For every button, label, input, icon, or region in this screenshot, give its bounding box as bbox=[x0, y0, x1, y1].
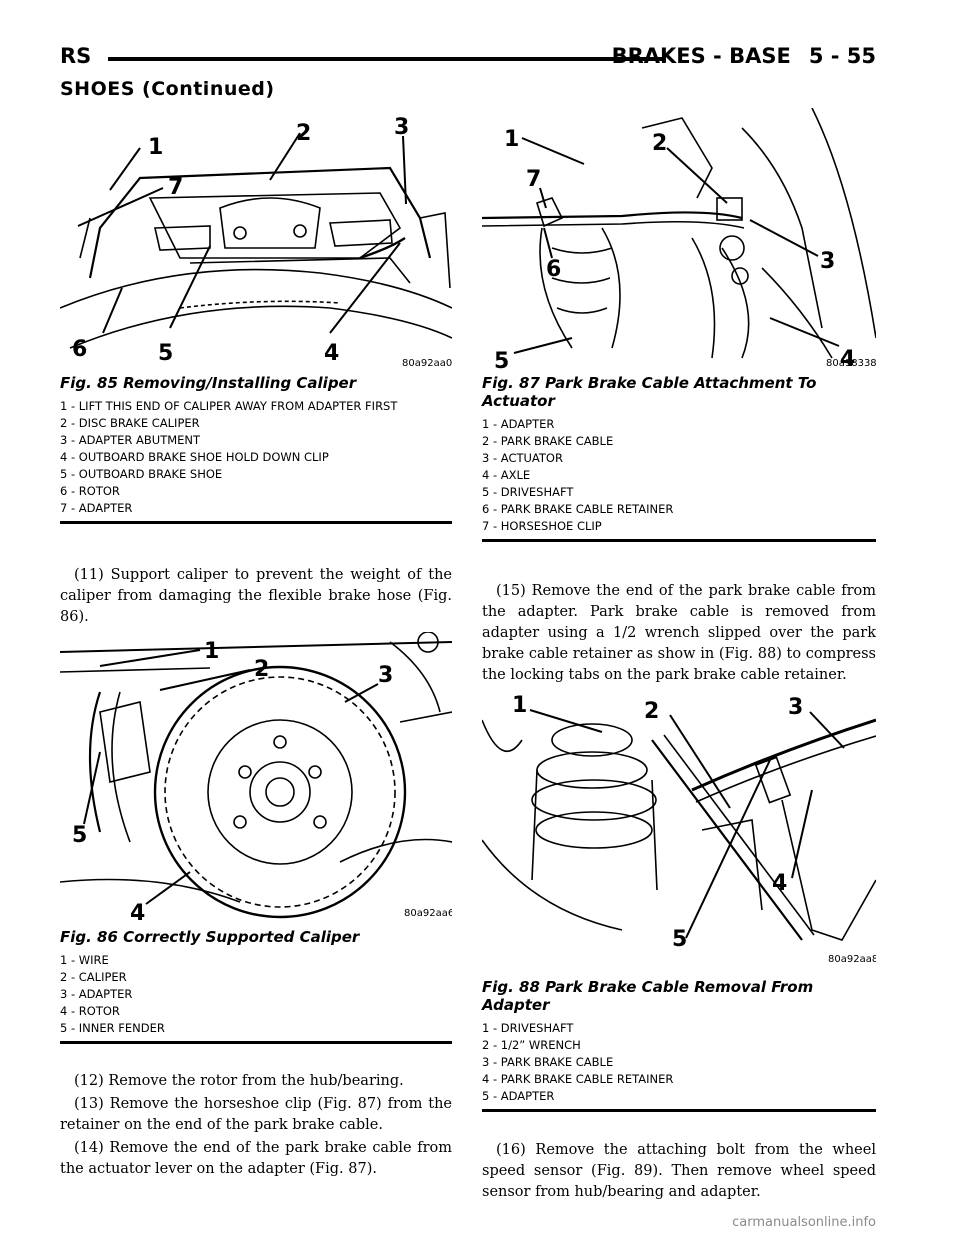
step-15: (15) Remove the end of the park brake ca… bbox=[482, 583, 876, 683]
fig87-code: 80a98338 bbox=[826, 358, 876, 369]
step-14: (14) Remove the end of the park brake ca… bbox=[60, 1140, 452, 1177]
fig87-callout-7: 7 bbox=[526, 167, 541, 192]
fig87-legend-item: 2 - PARK BRAKE CABLE bbox=[482, 434, 614, 448]
fig85-legend-item: 6 - ROTOR bbox=[60, 484, 120, 498]
step-16: (16) Remove the attaching bolt from the … bbox=[482, 1142, 876, 1200]
fig86-caption: Fig. 86 Correctly Supported Caliper bbox=[60, 928, 360, 946]
fig85-legend-item: 5 - OUTBOARD BRAKE SHOE bbox=[60, 467, 223, 481]
step-12: (12) Remove the rotor from the hub/beari… bbox=[74, 1073, 404, 1089]
fig86-legend-item: 4 - ROTOR bbox=[60, 1004, 120, 1018]
fig85-legend-item: 1 - LIFT THIS END OF CALIPER AWAY FROM A… bbox=[60, 399, 398, 413]
fig87-illustration: 1 2 3 4 5 6 7 80a98338 bbox=[482, 108, 876, 370]
fig88-illustration: 1 2 3 4 5 80a92aa8 bbox=[482, 693, 876, 965]
fig88-rule bbox=[482, 1109, 876, 1112]
fig87-callout-5: 5 bbox=[494, 349, 509, 370]
fig87-callout-4: 4 bbox=[840, 347, 855, 370]
fig88-legend-item: 1 - DRIVESHAFT bbox=[482, 1021, 574, 1035]
page-number: 5 - 55 bbox=[808, 44, 876, 68]
section-title: SHOES (Continued) bbox=[60, 78, 275, 100]
fig87-legend-item: 5 - DRIVESHAFT bbox=[482, 485, 574, 499]
fig88-legend-item: 4 - PARK BRAKE CABLE RETAINER bbox=[482, 1072, 674, 1086]
fig86-legend-item: 2 - CALIPER bbox=[60, 970, 127, 984]
fig88-callout-4: 4 bbox=[772, 871, 787, 896]
fig85-legend: 1 - LIFT THIS END OF CALIPER AWAY FROM A… bbox=[60, 398, 452, 517]
header-model: RS bbox=[60, 44, 92, 68]
fig86-code: 80a92aa6 bbox=[404, 908, 452, 919]
fig86-callout-1: 1 bbox=[204, 639, 219, 664]
fig86-legend-item: 1 - WIRE bbox=[60, 953, 109, 967]
fig86-legend: 1 - WIRE 2 - CALIPER 3 - ADAPTER 4 - ROT… bbox=[60, 952, 452, 1037]
figure-86: 1 2 3 4 5 80a92aa6 Fig. 86 Correctly Sup… bbox=[60, 632, 452, 1044]
fig85-callout-4: 4 bbox=[324, 341, 339, 366]
fig85-callout-3: 3 bbox=[394, 115, 409, 140]
fig87-legend-item: 1 - ADAPTER bbox=[482, 417, 555, 431]
fig87-legend: 1 - ADAPTER 2 - PARK BRAKE CABLE 3 - ACT… bbox=[482, 416, 876, 535]
fig85-code: 80a92aa0 bbox=[402, 358, 452, 369]
fig85-callout-7: 7 bbox=[168, 175, 183, 200]
fig88-callout-2: 2 bbox=[644, 699, 659, 724]
fig87-legend-item: 6 - PARK BRAKE CABLE RETAINER bbox=[482, 502, 674, 516]
watermark: carmanualsonline.info bbox=[732, 1215, 876, 1230]
fig85-caption: Fig. 85 Removing/Installing Caliper bbox=[60, 374, 357, 392]
fig85-legend-item: 3 - ADAPTER ABUTMENT bbox=[60, 433, 201, 447]
header-section: BRAKES - BASE 5 - 55 bbox=[612, 44, 876, 68]
fig86-callout-2: 2 bbox=[254, 657, 269, 682]
fig87-legend-item: 4 - AXLE bbox=[482, 468, 531, 482]
figure-87: 1 2 3 4 5 6 7 80a98338 Fig. 87 Park Brak… bbox=[482, 108, 876, 542]
fig87-callout-1: 1 bbox=[504, 127, 519, 152]
fig86-callout-4: 4 bbox=[130, 901, 145, 924]
fig86-legend-item: 5 - INNER FENDER bbox=[60, 1021, 165, 1035]
fig85-callout-1: 1 bbox=[148, 135, 163, 160]
fig87-rule bbox=[482, 539, 876, 542]
header-rule bbox=[108, 57, 666, 61]
fig88-caption: Fig. 88 Park Brake Cable Removal From Ad… bbox=[482, 978, 814, 1014]
fig87-legend-item: 7 - HORSESHOE CLIP bbox=[482, 519, 602, 533]
step-11: (11) Support caliper to prevent the weig… bbox=[60, 567, 452, 625]
fig88-legend-item: 5 - ADAPTER bbox=[482, 1089, 555, 1103]
header-section-title: BRAKES - BASE bbox=[611, 44, 791, 68]
fig88-legend: 1 - DRIVESHAFT 2 - 1/2” WRENCH 3 - PARK … bbox=[482, 1020, 876, 1105]
fig86-callout-5: 5 bbox=[72, 823, 87, 848]
fig88-legend-item: 2 - 1/2” WRENCH bbox=[482, 1038, 581, 1052]
fig86-callout-3: 3 bbox=[378, 663, 393, 688]
figure-88: 1 2 3 4 5 80a92aa8 Fig. 88 Park Brake Ca… bbox=[482, 680, 876, 1112]
fig85-rule bbox=[60, 521, 452, 524]
fig88-callout-1: 1 bbox=[512, 693, 527, 718]
figure-85: 1 2 3 4 5 6 7 80a92aa0 Fig. 85 Removing/… bbox=[60, 108, 452, 524]
fig85-callout-5: 5 bbox=[158, 341, 173, 366]
fig85-callout-2: 2 bbox=[296, 121, 311, 146]
fig88-code: 80a92aa8 bbox=[828, 954, 876, 965]
fig86-rule bbox=[60, 1041, 452, 1044]
page-header: RS BRAKES - BASE 5 - 55 bbox=[60, 44, 876, 74]
fig86-legend-item: 3 - ADAPTER bbox=[60, 987, 133, 1001]
fig88-legend-item: 3 - PARK BRAKE CABLE bbox=[482, 1055, 614, 1069]
fig85-legend-item: 4 - OUTBOARD BRAKE SHOE HOLD DOWN CLIP bbox=[60, 450, 329, 464]
fig87-callout-2: 2 bbox=[652, 131, 667, 156]
fig88-callout-3: 3 bbox=[788, 695, 803, 720]
fig87-callout-6: 6 bbox=[546, 257, 561, 282]
fig86-illustration: 1 2 3 4 5 80a92aa6 bbox=[60, 632, 452, 924]
fig87-callout-3: 3 bbox=[820, 249, 835, 274]
fig87-caption: Fig. 87 Park Brake Cable Attachment To A… bbox=[482, 374, 817, 410]
step-13: (13) Remove the horseshoe clip (Fig. 87)… bbox=[60, 1096, 452, 1133]
fig85-legend-item: 7 - ADAPTER bbox=[60, 501, 133, 515]
fig87-legend-item: 3 - ACTUATOR bbox=[482, 451, 563, 465]
fig85-callout-6: 6 bbox=[72, 337, 87, 362]
fig85-illustration: 1 2 3 4 5 6 7 80a92aa0 bbox=[60, 115, 452, 369]
fig88-callout-5: 5 bbox=[672, 927, 687, 952]
fig85-legend-item: 2 - DISC BRAKE CALIPER bbox=[60, 416, 200, 430]
